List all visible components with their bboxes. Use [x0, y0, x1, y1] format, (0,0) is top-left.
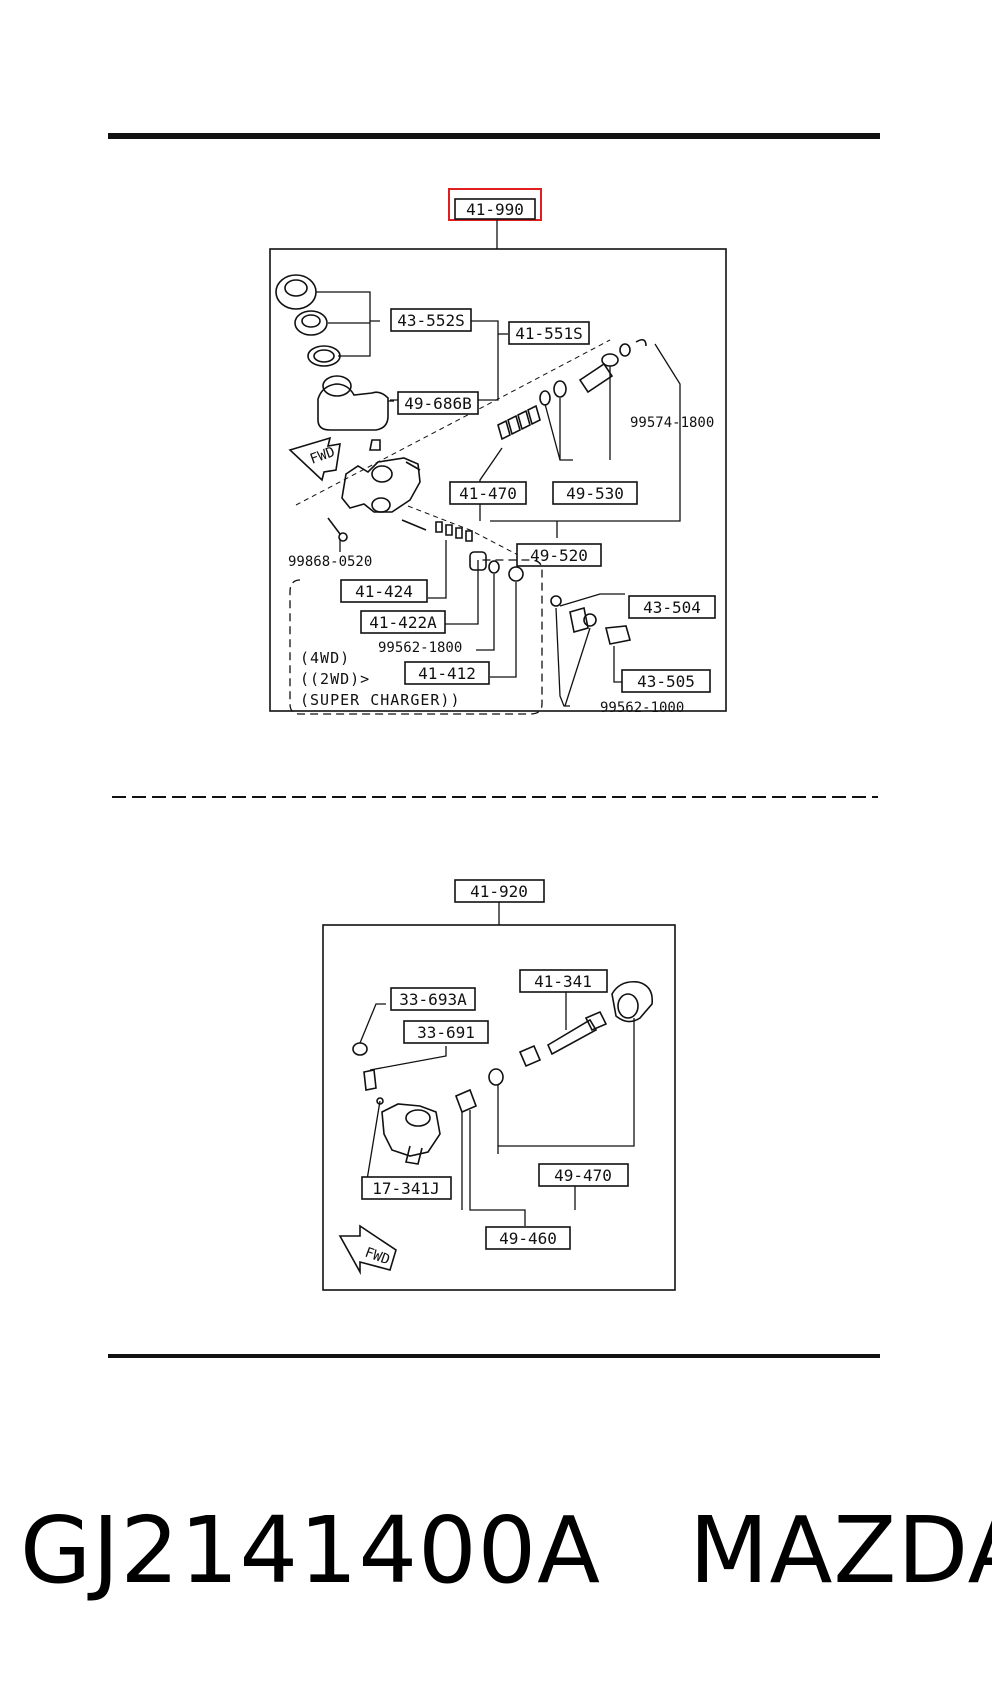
note-super-charger: (SUPER CHARGER)) [300, 691, 461, 709]
filter [294, 310, 328, 336]
label-41-424: 41-424 [355, 582, 413, 601]
upper-frame [269, 248, 727, 712]
lower-diagram: 41-920 FWD 33- [322, 879, 676, 1291]
label-box-43-552s [390, 308, 472, 332]
label-box-49-520 [516, 543, 602, 567]
top-rule [108, 133, 880, 139]
label-box-43-505 [621, 669, 711, 693]
label-box-49-470 [538, 1163, 629, 1187]
push-rod [546, 1018, 598, 1056]
label-17-341j: 17-341J [372, 1179, 439, 1198]
label-49-460: 49-460 [499, 1229, 557, 1248]
label-box-41-422a [360, 610, 446, 634]
label-box-43-504 [628, 595, 716, 619]
label-41-412: 41-412 [418, 664, 476, 683]
cup-seal [508, 566, 524, 582]
label-box-41-551s [508, 321, 590, 345]
label-43-505: 43-505 [637, 672, 695, 691]
label-99562-1000: 99562-1000 [600, 700, 684, 716]
label-box-41-424 [340, 579, 428, 603]
highlight-box [448, 188, 542, 221]
label-99574-1800: 99574-1800 [630, 415, 714, 431]
note-4wd: (4WD) [300, 649, 350, 667]
label-33-693a: 33-693A [399, 990, 467, 1009]
assembly-label-box [454, 198, 536, 220]
mount-bolt [327, 517, 341, 535]
label-41-551s: 41-551S [515, 324, 582, 343]
bleeder-cap [352, 1042, 368, 1056]
assembly-label-41-920: 41-920 [470, 882, 528, 901]
label-49-686b: 49-686B [404, 394, 471, 413]
piston-rod [578, 362, 614, 394]
fwd-arrow-upper: FWD [288, 436, 341, 482]
fwd-arrow-lower: FWD [338, 1224, 397, 1276]
spring-lower [435, 521, 473, 542]
bleeder-screw [363, 1069, 377, 1091]
seal-ring [307, 345, 341, 367]
footer-caption: GJ2141400A MAZDA [20, 1495, 992, 1605]
spring [454, 1088, 478, 1114]
brand-name: MAZDA [689, 1496, 992, 1604]
label-49-530: 49-530 [566, 484, 624, 503]
label-99868-0520: 99868-0520 [288, 554, 372, 570]
note-2wd: ((2WD)> [300, 670, 370, 688]
label-41-422a: 41-422A [369, 613, 437, 632]
variant-group-outline [289, 559, 543, 715]
label-box-41-412 [404, 661, 490, 685]
label-41-470: 41-470 [459, 484, 517, 503]
label-box-49-460 [485, 1226, 571, 1250]
reservoir-body [317, 383, 389, 431]
union-fitting [569, 606, 589, 634]
label-box-41-470 [449, 481, 527, 505]
label-box-49-530 [552, 481, 638, 505]
label-box-41-341 [519, 969, 608, 993]
bottom-rule [108, 1354, 880, 1358]
label-box-49-686b [397, 391, 479, 415]
release-cylinder-body [381, 1103, 441, 1157]
svg-text:FWD: FWD [363, 1245, 392, 1269]
upper-diagram: 41-990 [269, 188, 727, 716]
label-49-470: 49-470 [554, 1166, 612, 1185]
label-41-341: 41-341 [534, 972, 592, 991]
part-number: GJ2141400A [20, 1496, 602, 1604]
label-box-33-693a [390, 987, 476, 1011]
boot [611, 980, 654, 1023]
union-bolt [604, 625, 632, 645]
lower-frame [322, 924, 676, 1291]
label-box-17-341j [361, 1176, 452, 1200]
label-box-33-691 [403, 1020, 489, 1044]
assembly-label-41-990: 41-990 [466, 200, 524, 219]
svg-text:FWD: FWD [308, 444, 337, 468]
master-cylinder-body [341, 457, 421, 513]
piston [518, 1044, 542, 1068]
label-99562-1800: 99562-1800 [378, 640, 462, 656]
label-49-520: 49-520 [530, 546, 588, 565]
label-33-691: 33-691 [417, 1023, 475, 1042]
label-43-552s: 43-552S [397, 311, 464, 330]
cup [488, 1068, 504, 1086]
label-43-504: 43-504 [643, 598, 701, 617]
spring-upper [497, 404, 541, 441]
